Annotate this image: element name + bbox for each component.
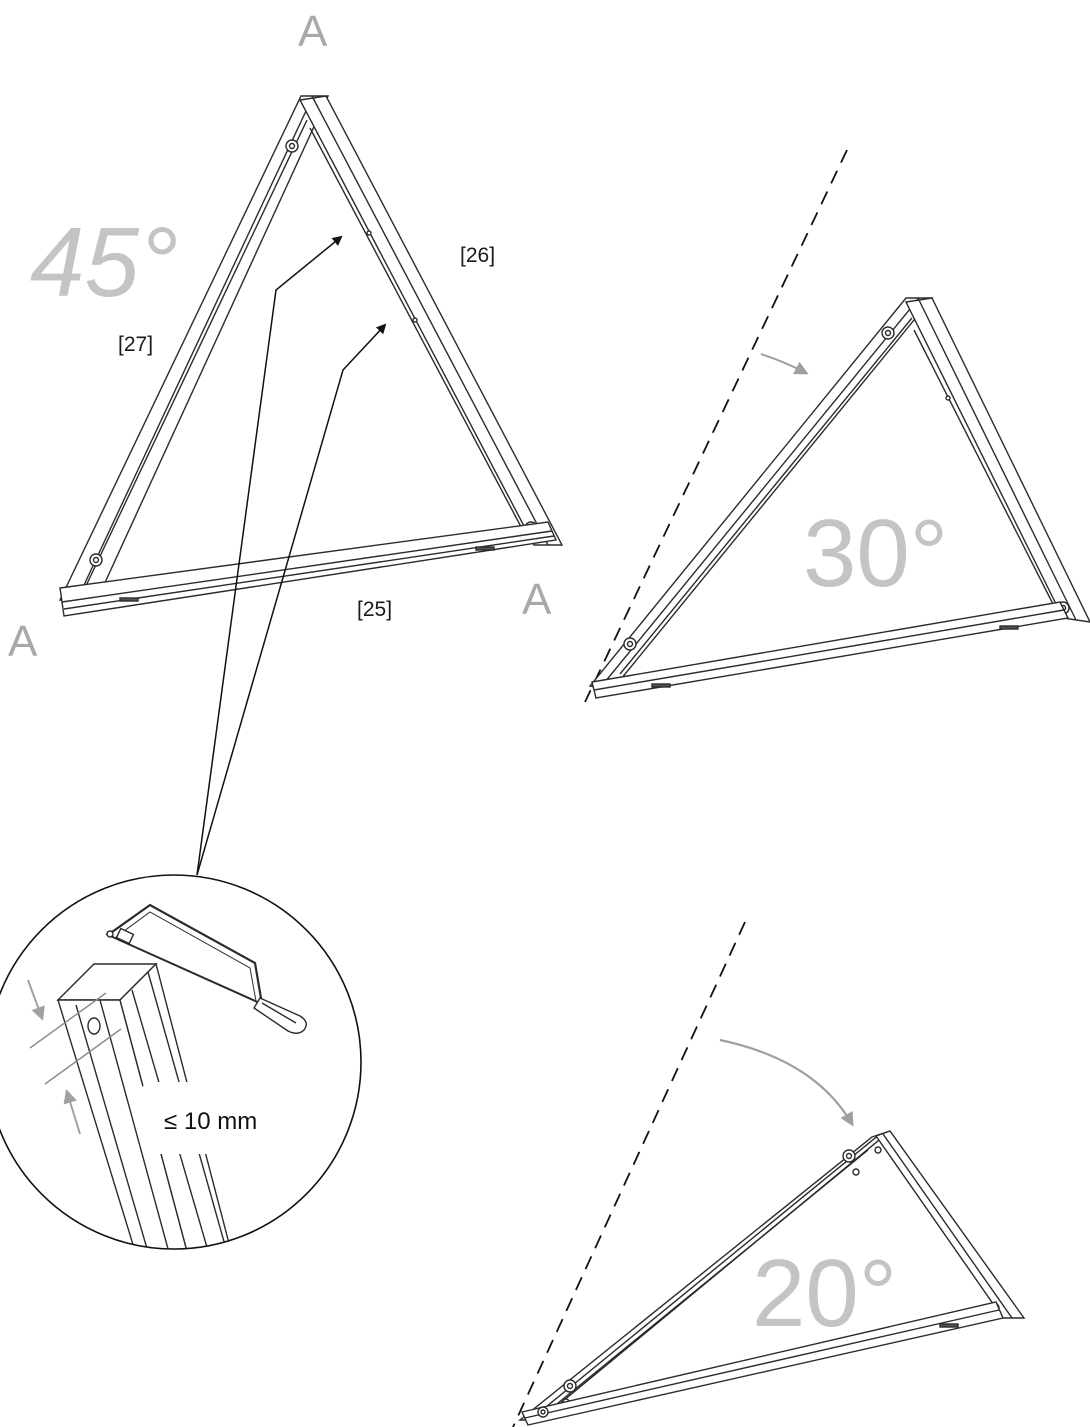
member-25: [59, 521, 558, 617]
detail-cut-view: ≤ 10 mm: [0, 874, 362, 1250]
detail-circle-outline: [0, 874, 362, 1250]
dimension-label: ≤ 10 mm: [164, 1108, 257, 1135]
member-30-bottom: [591, 601, 1070, 699]
member-27: [58, 95, 330, 601]
angle-label-20: 20°: [752, 1240, 897, 1347]
member-30-sloped: [588, 297, 934, 691]
dimension-callout: [140, 1082, 272, 1154]
reference-dashed-line-30: [584, 149, 848, 703]
rotation-arrow-30: [760, 353, 809, 375]
leader-arrow-1: [196, 235, 343, 876]
member-20-bottom: [521, 1301, 1004, 1426]
part-label-27: [27]: [118, 333, 153, 356]
part-label-26: [26]: [460, 244, 495, 267]
member-26: [298, 95, 564, 546]
frame-30-degree: 30°: [584, 149, 1090, 703]
corner-label-left: A: [8, 617, 38, 666]
rotation-arrow-20: [719, 1038, 854, 1127]
corner-label-right: A: [522, 575, 552, 624]
frame-20-degree: 20°: [512, 921, 1026, 1427]
member-20-vertical: [874, 1130, 1026, 1319]
dimension-arrow-top: [27, 979, 45, 1021]
leader-arrow-2: [196, 323, 387, 876]
angle-label-30: 30°: [803, 500, 948, 607]
frame-45-degree: 45° A A A [27] [26] [25: [8, 7, 564, 876]
reference-dashed-line-20: [512, 921, 746, 1427]
corner-label-top: A: [298, 7, 328, 56]
part-label-25: [25]: [357, 598, 392, 621]
angle-label-45: 45°: [30, 207, 178, 317]
dimension-arrow-bottom: [63, 1089, 81, 1135]
hacksaw-icon: [105, 903, 307, 1034]
